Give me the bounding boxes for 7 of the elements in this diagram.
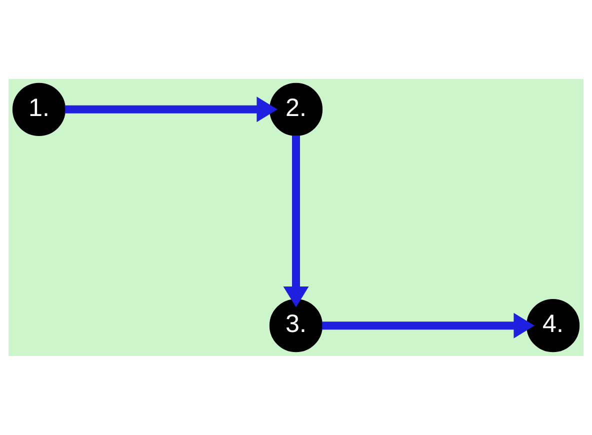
node-circle: 2. bbox=[269, 82, 323, 136]
node-circle: 4. bbox=[526, 299, 580, 352]
arrow bbox=[283, 136, 309, 308]
node-circle: 1. bbox=[12, 82, 66, 136]
node-circle: 3. bbox=[269, 299, 323, 352]
arrow bbox=[322, 312, 534, 338]
arrow bbox=[65, 96, 278, 122]
